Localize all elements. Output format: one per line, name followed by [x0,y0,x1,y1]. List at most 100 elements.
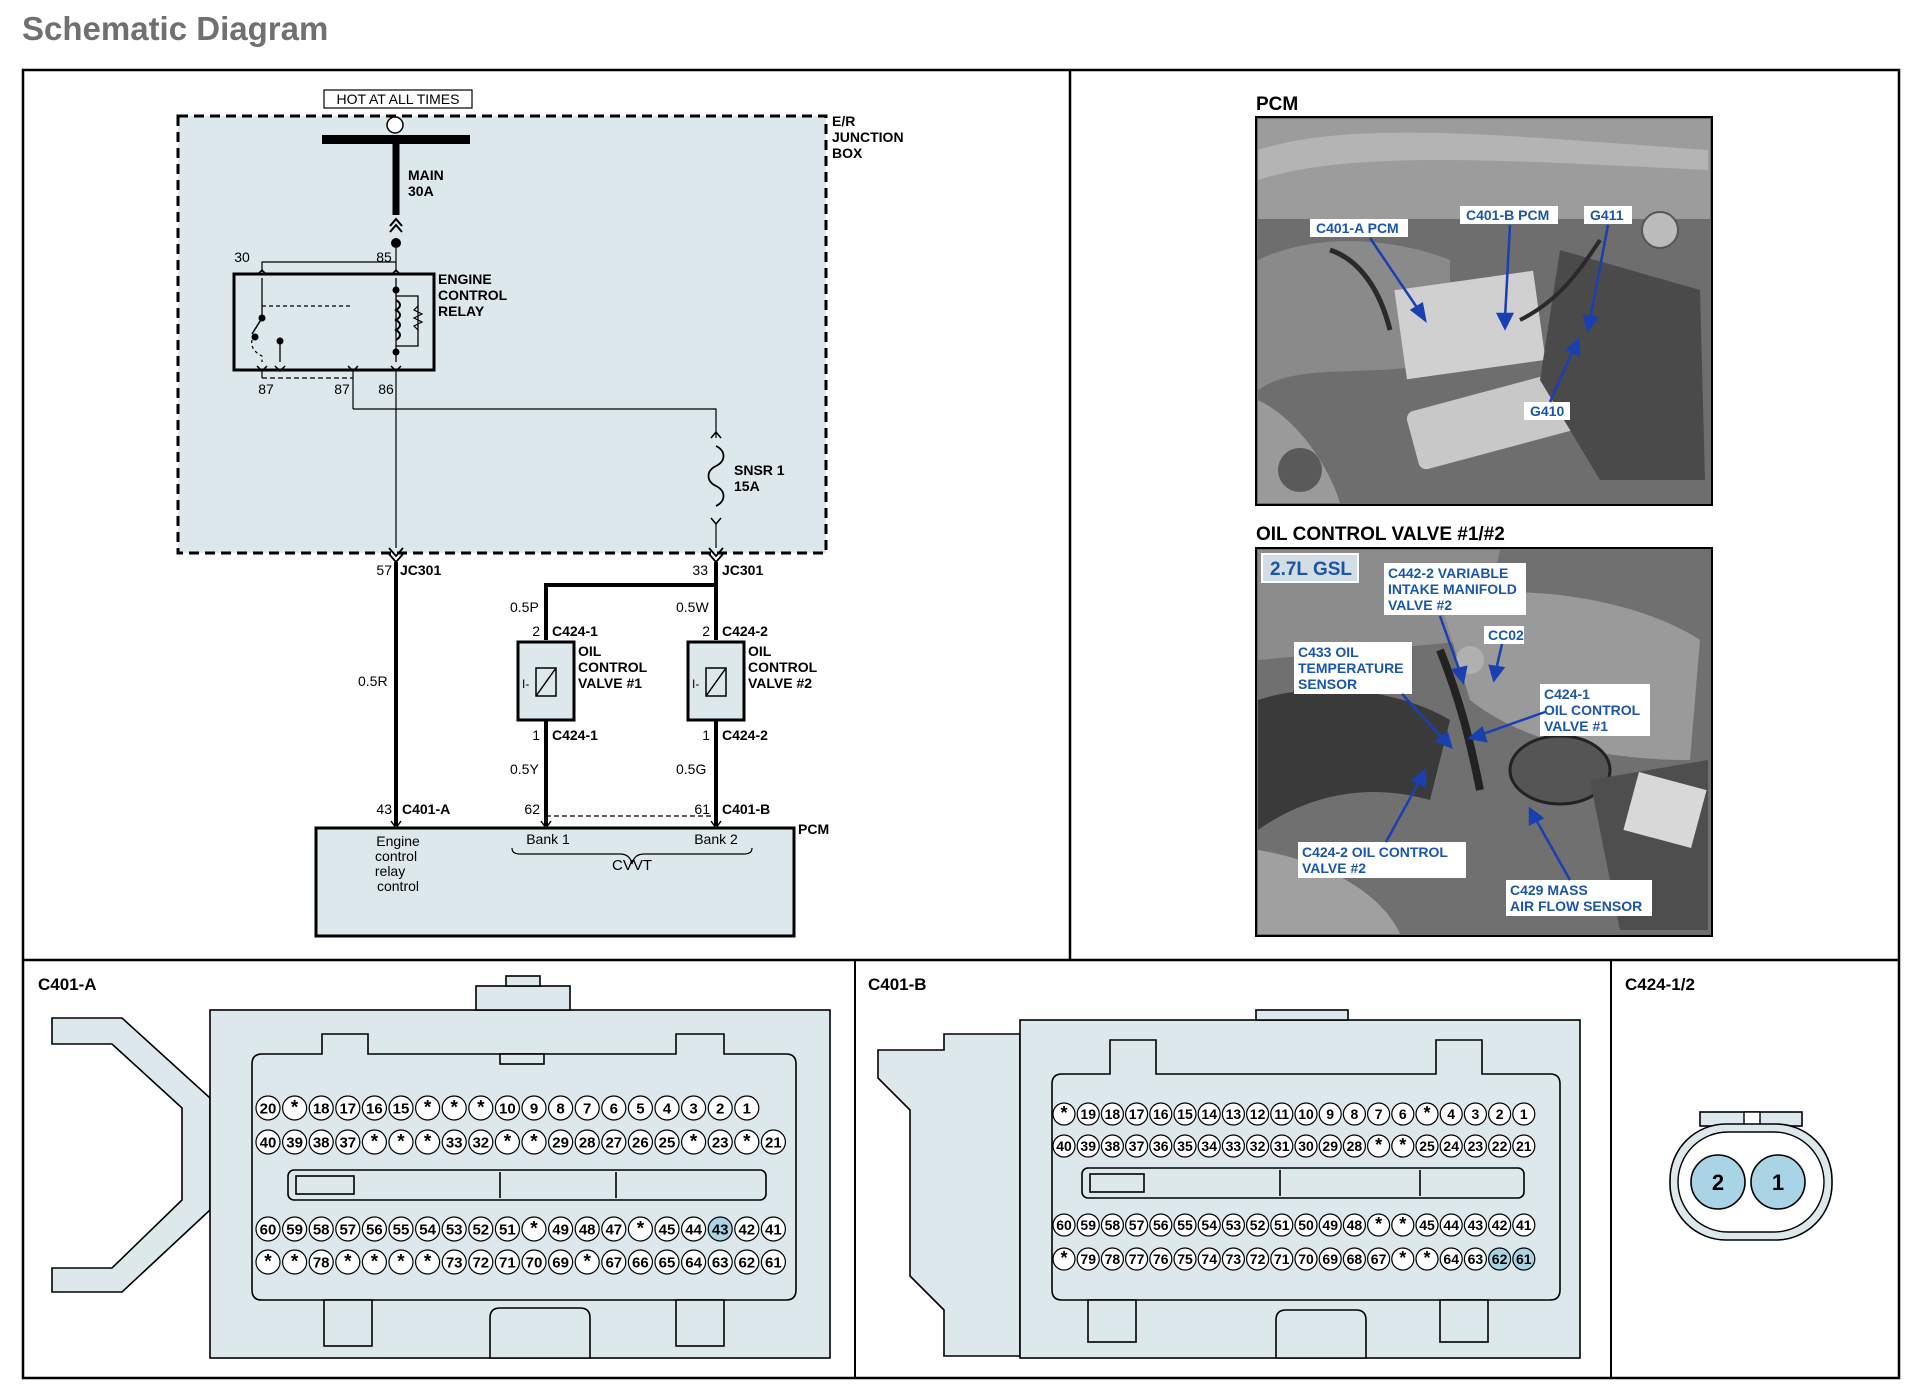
connector-pin-unused: * [627,1216,654,1242]
ocv-engine-label: 2.7L GSL [1270,559,1352,580]
connector-pin: 52 [468,1216,494,1242]
connector-pin: 24 [1439,1134,1463,1158]
svg-text:50: 50 [1298,1217,1314,1233]
svg-text:*: * [583,1251,591,1272]
connector-pin: 38 [1100,1134,1125,1158]
svg-text:49: 49 [552,1221,569,1238]
ocv-label-c442: C442-2 VARIABLE INTAKE MANIFOLD VALVE #2 [1388,565,1521,613]
svg-text:*: * [1375,1214,1382,1234]
connector-pin: 9 [1318,1102,1342,1126]
svg-text:18: 18 [1105,1106,1121,1122]
ocv-label-cc02: CC02 [1488,627,1524,643]
svg-text:72: 72 [472,1254,489,1271]
connector-pin: 13 [1221,1102,1246,1126]
svg-text:C424-2: C424-2 [722,727,768,743]
svg-text:37: 37 [339,1134,356,1151]
svg-text:13: 13 [1226,1106,1242,1122]
svg-text:52: 52 [1250,1217,1266,1233]
connector-pin: 4 [1439,1102,1463,1126]
connector-pin: 68 [1342,1247,1367,1271]
svg-text:10: 10 [499,1100,516,1117]
connector-pin: 14 [1197,1102,1221,1126]
svg-text:59: 59 [286,1221,303,1238]
connector-pin: 65 [654,1249,680,1275]
connector-pin: 3 [1463,1102,1488,1126]
junction-box-label: E/R JUNCTION BOX [832,113,907,161]
svg-text:6: 6 [1399,1106,1407,1122]
connector-pin: 7 [574,1095,600,1121]
svg-text:*: * [1399,1135,1406,1155]
connector-pin-unused: * [335,1249,361,1275]
svg-text:10: 10 [1298,1106,1314,1122]
svg-text:27: 27 [605,1134,622,1151]
svg-text:68: 68 [1347,1251,1363,1267]
svg-text:51: 51 [499,1221,516,1238]
svg-text:43: 43 [1468,1217,1484,1233]
connector-c424: 2 1 [1669,1111,1833,1241]
connector-pin: 63 [707,1249,733,1275]
connector-pin: 22 [1487,1134,1512,1158]
connector-pin-unused: * [441,1095,467,1121]
connector-pin-unused: * [282,1095,308,1121]
svg-text:15: 15 [1177,1106,1193,1122]
connector-c401b-body [877,1009,1581,1359]
svg-text:6: 6 [610,1100,618,1117]
svg-text:63: 63 [712,1254,729,1271]
connector-pin: 78 [1100,1247,1125,1271]
connector-pin-unused: * [1391,1134,1415,1158]
svg-text:67: 67 [1371,1251,1387,1267]
connector-pin: 45 [654,1216,680,1242]
svg-text:55: 55 [1177,1217,1193,1233]
svg-text:70: 70 [526,1254,543,1271]
svg-text:2: 2 [1496,1106,1504,1122]
svg-text:8: 8 [1351,1106,1359,1122]
connector-pin-unused: * [1366,1134,1391,1158]
ocv-label-c4242: C424-2 OIL CONTROL VALVE #2 [1302,844,1452,876]
pcm-relay-control-label: Engine control relay control [375,833,424,894]
connector-pin: 18 [308,1095,334,1121]
connector-pin: 59 [282,1216,308,1242]
connector-pin: 76 [1149,1247,1173,1271]
connector-pin: 70 [521,1249,547,1275]
engine-control-relay-label: ENGINE CONTROL RELAY [438,271,511,319]
connector-pin: 20 [255,1095,281,1121]
svg-text:*: * [530,1131,538,1152]
c424-pin-1 [1750,1154,1806,1210]
connector-pin-unused: * [415,1129,441,1155]
connector-pin-unused: * [680,1129,707,1155]
pcm-conn-c401a: C401-A [402,801,450,817]
connector-pin: 69 [547,1249,574,1275]
svg-text:54: 54 [1201,1217,1217,1233]
svg-text:56: 56 [1153,1217,1169,1233]
connector-pin: 1 [1512,1102,1536,1126]
connector-pin: 21 [1512,1134,1536,1158]
connector-pin: 62 [734,1249,760,1275]
svg-text:57: 57 [339,1221,356,1238]
svg-text:*: * [504,1131,512,1152]
connector-pin-unused: * [1415,1102,1439,1126]
svg-text:16: 16 [1153,1106,1169,1122]
svg-text:44: 44 [685,1221,702,1238]
svg-text:21: 21 [765,1134,782,1151]
relay-pin-30: 30 [234,249,250,265]
connector-pin: 54 [1197,1213,1221,1237]
svg-text:C424-2: C424-2 [722,623,768,639]
relay-pin-87-left: 87 [258,381,274,397]
pcm-conn-c401b: C401-B [722,801,770,817]
svg-text:23: 23 [1468,1138,1484,1154]
svg-text:33: 33 [1226,1138,1242,1154]
connector-pin: 25 [654,1129,680,1155]
connector-pin-unused: * [734,1129,760,1155]
pcm-photo-title: PCM [1256,94,1298,115]
svg-text:52: 52 [472,1221,489,1238]
pcm-pin-43: 43 [376,801,392,817]
svg-text:29: 29 [552,1134,569,1151]
svg-text:9: 9 [1326,1106,1334,1122]
svg-text:19: 19 [1080,1106,1096,1122]
connector-pin: 71 [1270,1247,1294,1271]
connector-pin-unused: * [415,1249,441,1275]
page-title: Schematic Diagram [22,10,329,47]
connector-pin-unused: * [521,1129,547,1155]
connector-pin-unused: * [1391,1213,1415,1237]
